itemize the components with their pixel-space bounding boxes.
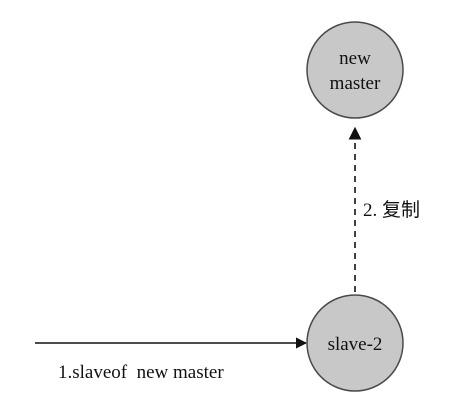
- new-master-label-line1: new: [339, 48, 371, 69]
- new-master-label-line2: master: [330, 73, 381, 94]
- slaveof-label: 1.slaveof new master: [58, 362, 224, 383]
- new-master-node: new master: [306, 21, 404, 119]
- slave-2-node: slave-2: [306, 294, 404, 392]
- new-master-circle: [306, 21, 404, 119]
- replicate-label: 2. 复制: [363, 199, 420, 221]
- slave-2-label: slave-2: [328, 334, 383, 355]
- slave-2-circle: [306, 294, 404, 392]
